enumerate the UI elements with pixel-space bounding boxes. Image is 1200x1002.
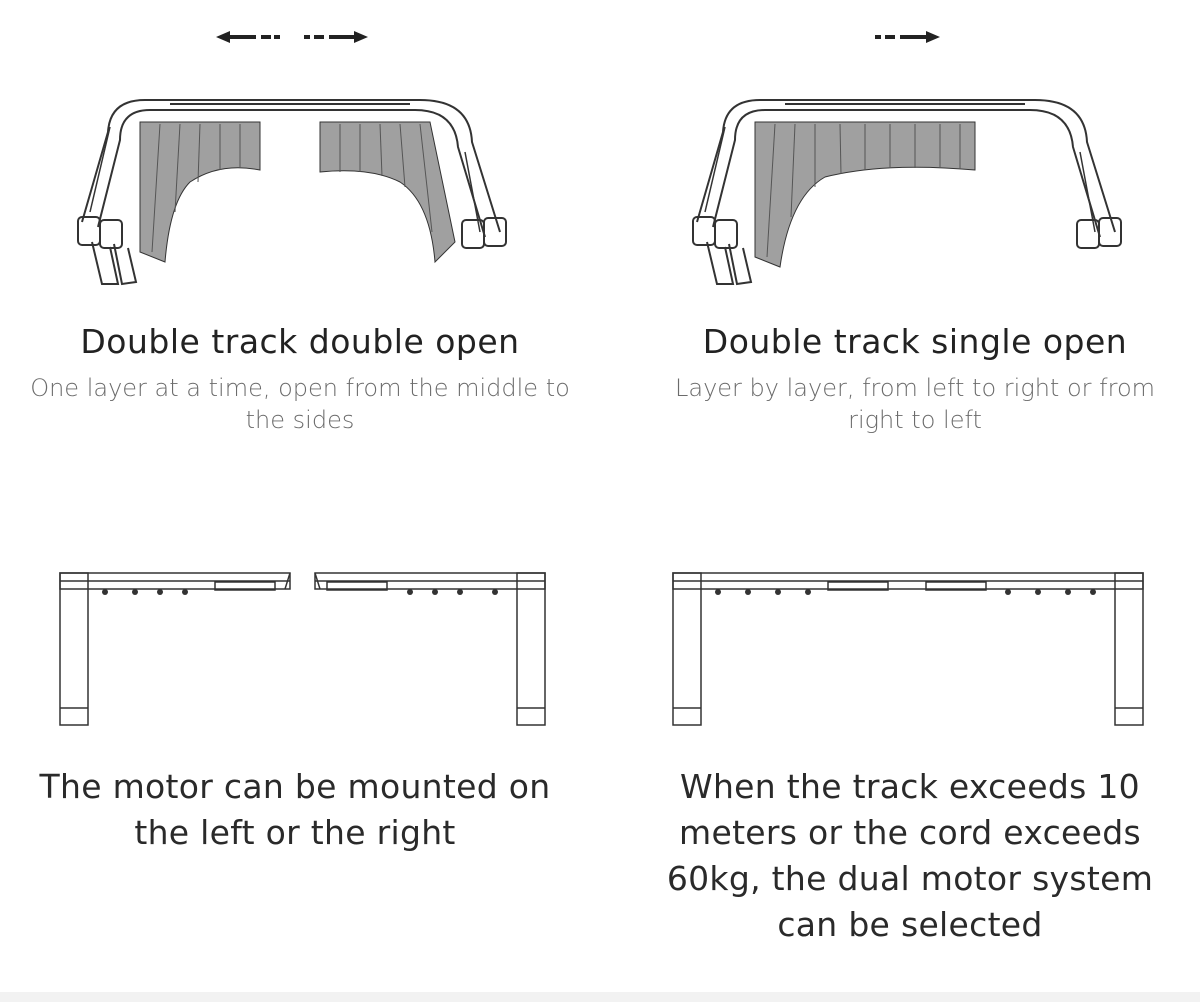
footer-strip <box>0 992 1200 1002</box>
arrows-both-directions-icon <box>216 31 368 43</box>
panel-caption: When the track exceeds 10 meters or the … <box>666 767 1154 944</box>
panel-title: Double track single open <box>702 322 1128 361</box>
panel-title: Double track double open <box>80 322 520 361</box>
single-open-track-illustration <box>692 99 1122 286</box>
double-open-track-illustration <box>77 99 507 286</box>
panel-subtitle: Layer by layer, from left to right or fr… <box>675 374 1155 434</box>
panel-subtitle: One layer at a time, open from the middl… <box>30 374 570 434</box>
split-track-front-view-illustration <box>59 572 546 726</box>
arrow-right-icon <box>875 31 940 43</box>
panel-caption: The motor can be mounted on the left or … <box>39 767 551 852</box>
continuous-track-front-view-illustration <box>672 572 1144 726</box>
